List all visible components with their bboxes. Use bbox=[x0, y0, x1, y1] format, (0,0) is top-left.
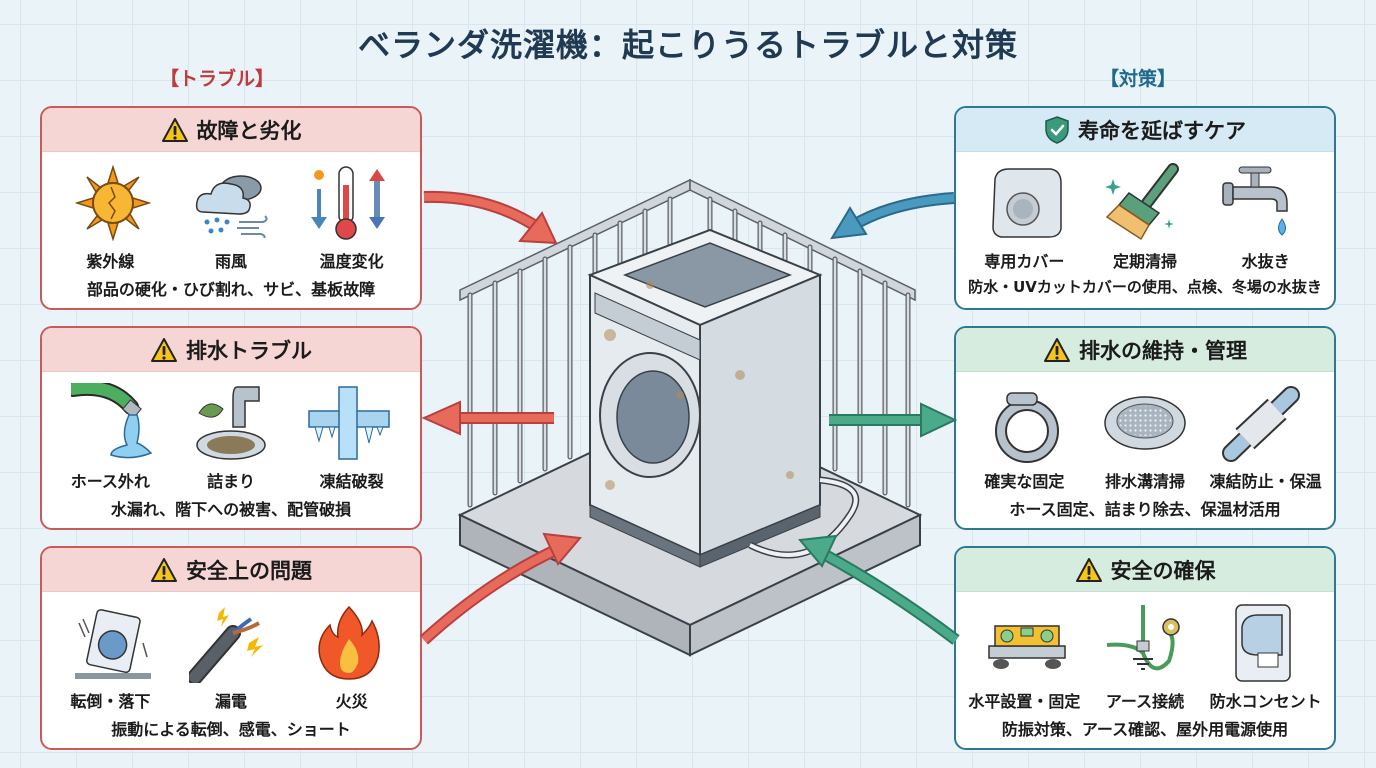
drain-strainer-icon bbox=[1103, 381, 1187, 465]
faucet-icon bbox=[1221, 161, 1305, 245]
item-label: 凍結防止・保温 bbox=[1209, 472, 1322, 491]
warning-icon bbox=[150, 557, 178, 583]
sparking-cable-icon bbox=[189, 601, 273, 685]
measure-section-label: 【対策】 bbox=[1100, 68, 1177, 90]
arrow-measure-care bbox=[830, 192, 955, 240]
item-label: 専用カバー bbox=[984, 252, 1065, 271]
measure-card-safety: 安全の確保 bbox=[954, 546, 1336, 750]
insulated-pipe-icon bbox=[1221, 381, 1305, 465]
item-label: 水抜き bbox=[1241, 252, 1290, 271]
arrow-measure-safety bbox=[798, 534, 960, 645]
trouble-card-drainage: 排水トラブル bbox=[40, 326, 422, 530]
item-label: アース接続 bbox=[1105, 692, 1185, 711]
shield-check-icon bbox=[1045, 115, 1069, 144]
measure-card-drainage: 排水の維持・管理 確実な固 bbox=[954, 326, 1336, 530]
card-description: 振動による転倒、感電、ショート bbox=[111, 720, 351, 739]
card-header: 寿命を延ばすケア bbox=[956, 108, 1334, 152]
card-description: 防振対策、アース確認、屋外用電源使用 bbox=[1001, 720, 1289, 739]
ground-wire-icon bbox=[1103, 601, 1187, 685]
card-header: 安全上の問題 bbox=[42, 548, 420, 592]
card-description: 水漏れ、階下への被害、配管破損 bbox=[110, 500, 352, 519]
trouble-section-label: 【トラブル】 bbox=[160, 68, 275, 90]
thermometer-icon bbox=[307, 161, 391, 245]
page-title: ベランダ洗濯機：起こりうるトラブルと対策 bbox=[357, 26, 1018, 64]
balcony-washer-illustration bbox=[457, 178, 923, 657]
arrow-trouble-drainage bbox=[421, 400, 554, 436]
leaking-hose-icon bbox=[71, 381, 155, 465]
card-title: 安全の確保 bbox=[1110, 558, 1216, 583]
warning-icon bbox=[1075, 557, 1103, 583]
card-header: 排水トラブル bbox=[42, 328, 420, 372]
card-description: 防水・UVカットカバーの使用、点検、冬場の水抜き bbox=[968, 278, 1322, 296]
item-label: 紫外線 bbox=[86, 252, 135, 271]
card-description: ホース固定、詰まり除去、保温材活用 bbox=[1009, 500, 1281, 519]
hose-clamp-icon bbox=[985, 381, 1069, 465]
card-title: 安全上の問題 bbox=[186, 558, 312, 583]
warning-icon bbox=[150, 337, 178, 363]
arrow-trouble-degradation bbox=[423, 190, 558, 245]
clogged-drain-icon bbox=[189, 381, 273, 465]
item-label: 凍結破裂 bbox=[319, 472, 384, 491]
trouble-card-safety: 安全上の問題 bbox=[40, 546, 422, 750]
item-label: 転倒・落下 bbox=[70, 692, 151, 711]
item-label: 火災 bbox=[335, 692, 368, 711]
measure-card-care: 寿命を延ばすケア bbox=[954, 106, 1336, 310]
arrow-trouble-safety bbox=[420, 532, 582, 645]
card-title: 排水の維持・管理 bbox=[1079, 338, 1247, 363]
brush-icon bbox=[1103, 161, 1187, 245]
item-label: 詰まり bbox=[206, 472, 255, 491]
waterproof-outlet-icon bbox=[1221, 601, 1305, 685]
frozen-pipe-icon bbox=[307, 381, 391, 465]
card-header: 故障と劣化 bbox=[42, 108, 420, 152]
item-label: 水平設置・固定 bbox=[968, 692, 1081, 711]
covered-washer-icon bbox=[985, 161, 1069, 245]
card-description: 部品の硬化・ひび割れ、サビ、基板故障 bbox=[86, 280, 376, 299]
trouble-card-degradation: 故障と劣化 bbox=[40, 106, 422, 310]
card-header: 安全の確保 bbox=[956, 548, 1334, 592]
level-stand-icon bbox=[985, 601, 1069, 685]
card-title: 排水トラブル bbox=[186, 338, 312, 363]
item-label: 漏電 bbox=[214, 692, 247, 711]
item-label: 雨風 bbox=[214, 252, 247, 271]
item-label: 温度変化 bbox=[319, 252, 384, 271]
card-header: 排水の維持・管理 bbox=[956, 328, 1334, 372]
item-label: ホース外れ bbox=[70, 472, 150, 491]
card-title: 寿命を延ばすケア bbox=[1078, 118, 1246, 143]
item-label: 排水溝清掃 bbox=[1104, 472, 1185, 491]
warning-icon bbox=[1043, 337, 1071, 363]
washing-machine bbox=[587, 228, 823, 568]
item-label: 確実な固定 bbox=[984, 472, 1065, 491]
warning-icon bbox=[161, 117, 189, 143]
item-label: 定期清掃 bbox=[1112, 252, 1177, 271]
fire-icon bbox=[307, 601, 391, 685]
cracked-sun-icon bbox=[71, 161, 155, 245]
item-label: 防水コンセント bbox=[1209, 692, 1322, 711]
card-title: 故障と劣化 bbox=[196, 118, 302, 143]
rain-wind-cloud-icon bbox=[189, 161, 273, 245]
tipping-washer-icon bbox=[71, 601, 155, 685]
arrow-measure-drainage bbox=[829, 402, 958, 438]
